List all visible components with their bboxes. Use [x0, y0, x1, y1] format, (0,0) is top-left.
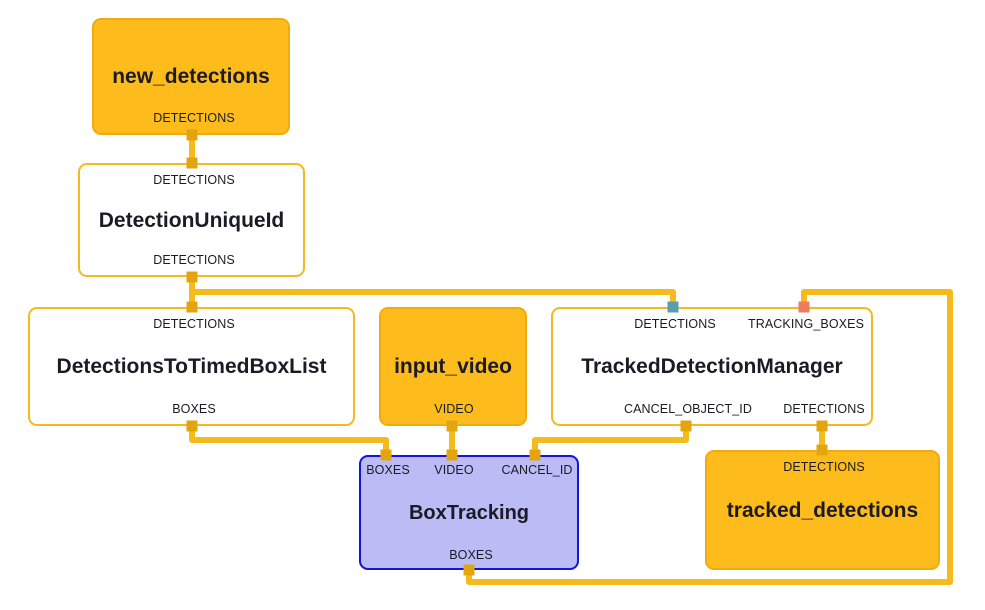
input-port-label: VIDEO [434, 463, 474, 477]
input-port-label: CANCEL_ID [501, 463, 573, 477]
output-port-boxes[interactable] [186, 420, 198, 432]
input-port-cancel-id[interactable] [529, 449, 541, 461]
node-title: DetectionsToTimedBoxList [56, 355, 327, 378]
input-port-label: DETECTIONS [783, 460, 865, 474]
input-port-detections[interactable] [667, 301, 679, 313]
output-port-detections[interactable] [186, 129, 198, 141]
graph-edge [192, 289, 676, 307]
node-title: TrackedDetectionManager [581, 355, 843, 378]
node-title: DetectionUniqueId [98, 208, 285, 232]
input-port-video[interactable] [446, 449, 458, 461]
node-title: input_video [394, 355, 512, 378]
input-port-detections[interactable] [186, 157, 198, 169]
output-port-detections[interactable] [816, 420, 828, 432]
graph-edge [532, 426, 689, 455]
input-port-boxes[interactable] [380, 449, 392, 461]
node-title: new_detections [112, 65, 270, 88]
input-port-label: TRACKING_BOXES [747, 317, 865, 331]
output-port-video[interactable] [446, 420, 458, 432]
input-port-detections[interactable] [816, 444, 828, 456]
output-port-boxes[interactable] [463, 564, 475, 576]
graph-edge [189, 426, 389, 455]
output-port-label: DETECTIONS [153, 253, 235, 267]
output-port-cancel-object-id[interactable] [680, 420, 692, 432]
output-port-label: DETECTIONS [783, 402, 865, 416]
output-port-detections[interactable] [186, 271, 198, 283]
output-port-label: CANCEL_OBJECT_ID [623, 402, 753, 416]
input-port-label: BOXES [366, 463, 410, 477]
node-DetectionsToTimedBoxList[interactable]: DetectionsToTimedBoxList DETECTIONS BOXES [28, 307, 355, 426]
node-title: tracked_detections [726, 498, 919, 522]
input-port-label: DETECTIONS [153, 317, 235, 331]
output-port-label: DETECTIONS [153, 111, 235, 125]
output-port-label: VIDEO [434, 402, 474, 416]
output-port-label: BOXES [449, 548, 493, 562]
input-port-label: DETECTIONS [153, 173, 235, 187]
input-port-tracking-boxes[interactable] [798, 301, 810, 313]
output-port-label: BOXES [172, 402, 216, 416]
node-tracked_detections[interactable]: tracked_detections DETECTIONS [705, 450, 940, 570]
input-port-detections[interactable] [186, 301, 198, 313]
node-title: BoxTracking [408, 501, 530, 524]
input-port-label: DETECTIONS [634, 317, 716, 331]
